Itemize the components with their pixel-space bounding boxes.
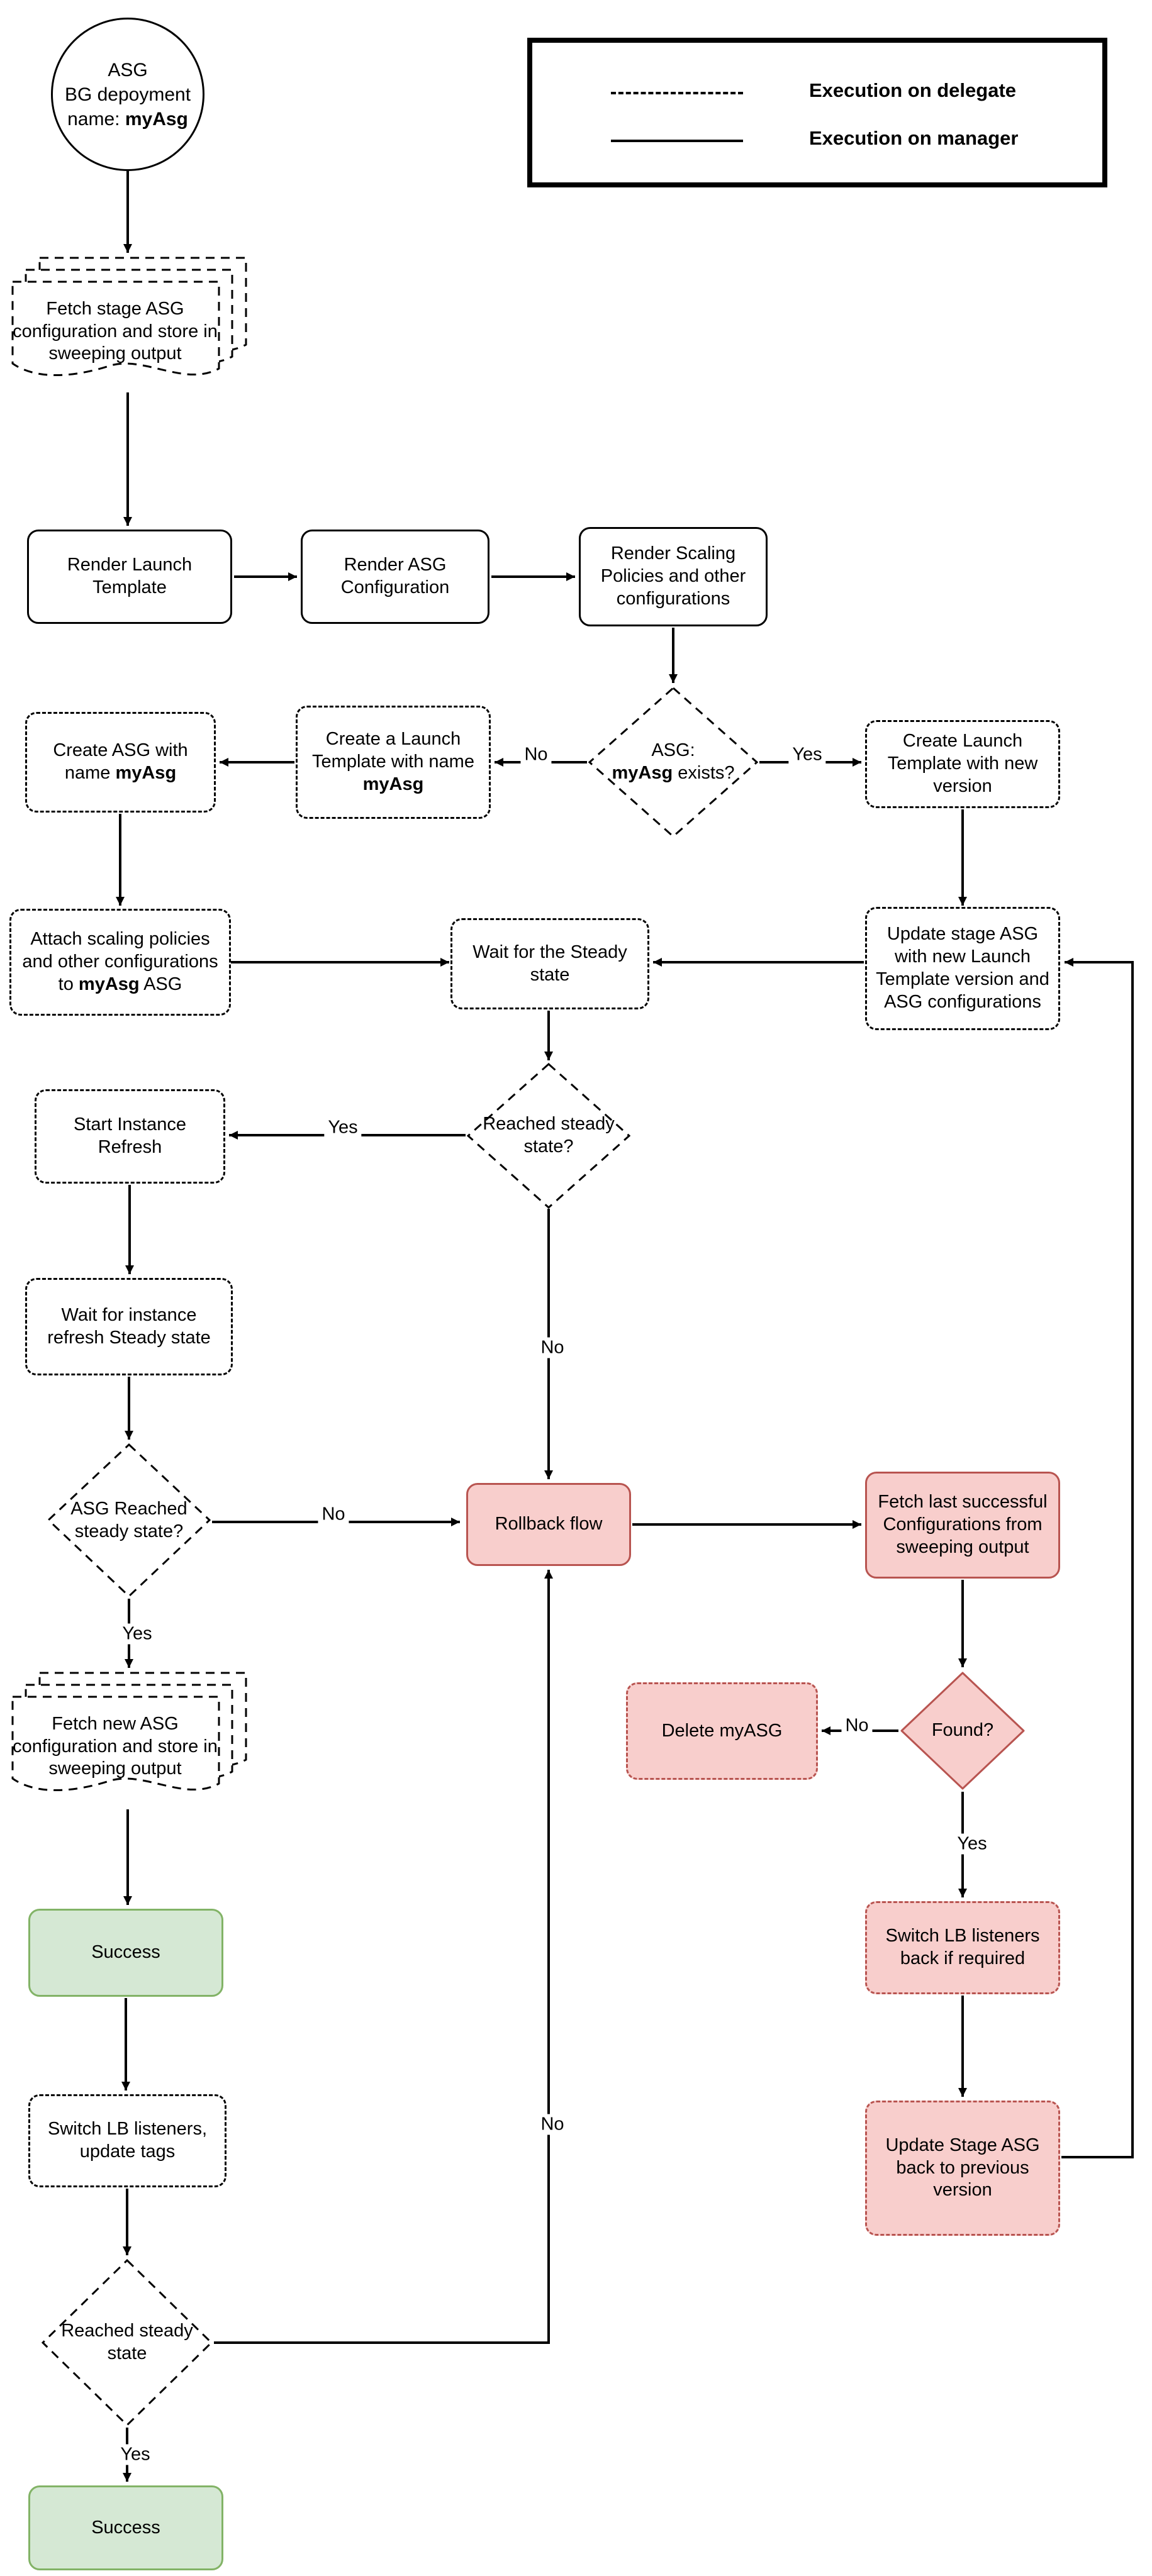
legend-manager-label: Execution on manager — [809, 127, 1019, 149]
node-render-asg-configuration: Render ASG Configuration — [301, 530, 489, 624]
node-update-stage-asg: Update stage ASG with new Launch Templat… — [865, 907, 1060, 1030]
decision-asg-reached-steady-state: ASG Reached steady state? — [47, 1443, 211, 1597]
start-line1: ASG — [108, 59, 148, 80]
solid-line-sample — [611, 140, 743, 142]
node-success: Success — [28, 1909, 223, 1997]
node-switch-lb-listeners: Switch LB listeners, update tags — [28, 2094, 226, 2187]
node-rollback-flow: Rollback flow — [466, 1483, 631, 1566]
node-start-instance-refresh: Start Instance Refresh — [35, 1089, 225, 1184]
start-circle: ASG BG depoyment name: myAsg — [51, 18, 204, 171]
decision-reached-steady-state-final: Reached steady state — [42, 2259, 213, 2426]
node-render-launch-template: Render Launch Template — [27, 530, 232, 624]
decision-label: ASG: myAsg exists? — [612, 740, 735, 783]
node-success-final: Success — [28, 2485, 223, 2570]
node-label: Attach scaling policies and other config… — [22, 929, 218, 994]
node-create-asg: Create ASG with name myAsg — [25, 712, 216, 813]
edge-label-final-no: No — [537, 2114, 568, 2135]
node-create-launch-template-named: Create a Launch Template with name myAsg — [296, 706, 491, 819]
legend: Execution on delegate Execution on manag… — [527, 38, 1107, 187]
legend-delegate-label: Execution on delegate — [809, 79, 1017, 101]
edge-label-asg-exists-no: No — [520, 744, 552, 765]
edge-label-asg-reached-yes: Yes — [118, 1623, 156, 1645]
decision-found: Found? — [900, 1671, 1026, 1790]
edge-label-reached-yes: Yes — [324, 1117, 362, 1138]
decision-label: ASG Reached steady state? — [70, 1498, 187, 1541]
edge-label-reached-no: No — [537, 1337, 568, 1358]
node-render-scaling-policies: Render Scaling Policies and other config… — [579, 527, 768, 626]
decision-label: Reached steady state? — [483, 1114, 615, 1157]
decision-asg-exists: ASG: myAsg exists? — [588, 687, 758, 838]
edge-label-asg-reached-no: No — [318, 1504, 349, 1525]
node-label: Create ASG with name myAsg — [53, 740, 188, 783]
node-wait-steady-state: Wait for the Steady state — [450, 918, 649, 1009]
node-fetch-stage-config: Fetch stage ASG configuration and store … — [11, 257, 248, 392]
node-attach-scaling-policies: Attach scaling policies and other config… — [9, 909, 231, 1016]
edge-label-asg-exists-yes: Yes — [788, 744, 826, 765]
node-fetch-last-successful-config: Fetch last successful Configurations fro… — [865, 1472, 1060, 1579]
decision-label: Reached steady state — [61, 2321, 193, 2363]
node-update-stage-asg-back: Update Stage ASG back to previous versio… — [865, 2101, 1060, 2236]
node-switch-lb-listeners-back: Switch LB listeners back if required — [865, 1901, 1060, 1994]
node-label: Create a Launch Template with name myAsg — [312, 729, 474, 794]
decision-reached-steady-state: Reached steady state? — [467, 1063, 630, 1209]
edge-label-found-no: No — [841, 1715, 873, 1736]
edge-update-back-feedback — [1061, 958, 1134, 2158]
start-line3: name: myAsg — [67, 108, 188, 130]
start-line2: BG depoyment — [64, 84, 191, 105]
node-create-launch-template-new-version: Create Launch Template with new version — [865, 720, 1060, 808]
dashed-line-sample — [611, 92, 743, 94]
decision-label: Found? — [931, 1720, 994, 1741]
edge-reached-final-no — [214, 1570, 553, 2344]
edge-label-found-yes: Yes — [953, 1833, 991, 1855]
node-label: Fetch new ASG configuration and store in… — [13, 1713, 218, 1779]
node-label: Fetch stage ASG configuration and store … — [13, 298, 218, 364]
node-wait-instance-refresh: Wait for instance refresh Steady state — [25, 1278, 233, 1375]
node-delete-myasg: Delete myASG — [626, 1682, 818, 1780]
node-fetch-new-asg-config: Fetch new ASG configuration and store in… — [11, 1672, 248, 1807]
edge-label-final-yes: Yes — [116, 2444, 154, 2465]
